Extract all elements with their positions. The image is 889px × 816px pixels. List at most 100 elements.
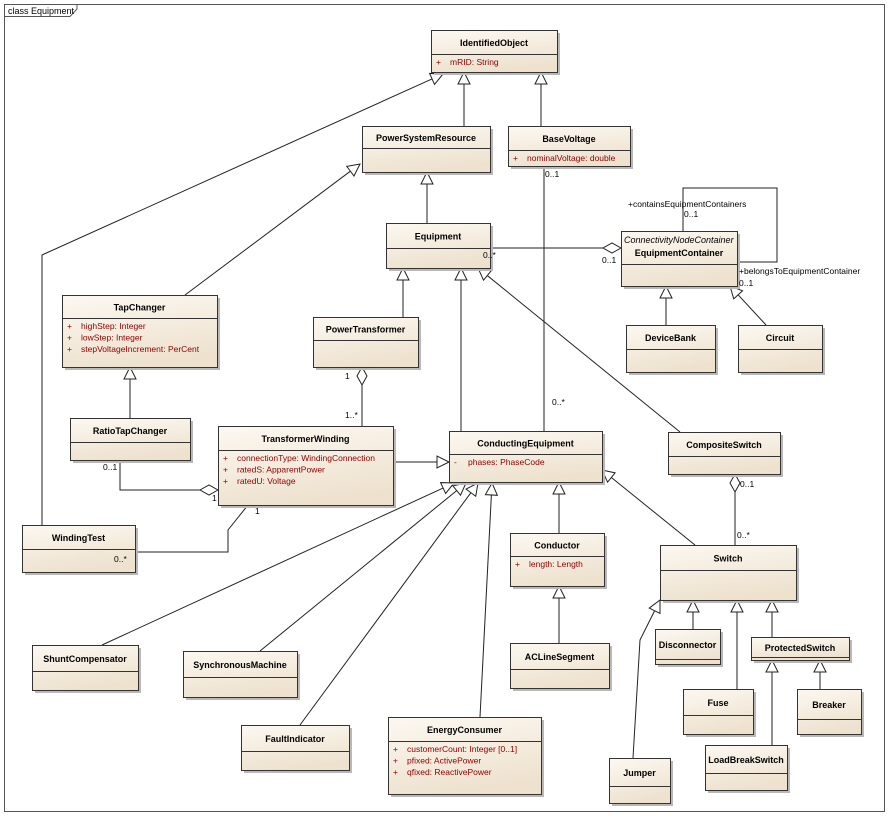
class-base-voltage[interactable]: BaseVoltage+nominalVoltage: double bbox=[508, 126, 633, 170]
generalization-arrow-icon bbox=[552, 480, 566, 495]
class-box bbox=[388, 717, 542, 795]
generalization-arrow-icon bbox=[765, 598, 779, 613]
class-name: Conductor bbox=[534, 541, 580, 551]
class-winding-test[interactable]: WindingTest bbox=[22, 525, 138, 576]
class-ac-line-segment[interactable]: ACLineSegment bbox=[510, 643, 612, 692]
class-name: TransformerWinding bbox=[262, 434, 350, 444]
class-jumper[interactable]: Jumper bbox=[609, 758, 673, 807]
association-labels: 0..*0..10..10..*+containsEquipmentContai… bbox=[103, 169, 860, 564]
generalization-line bbox=[632, 610, 656, 759]
class-disconnector[interactable]: Disconnector bbox=[655, 629, 723, 668]
multiplicity-label: 1 bbox=[212, 493, 217, 503]
multiplicity-label: 0..1 bbox=[602, 255, 616, 265]
class-load-break-switch[interactable]: LoadBreakSwitch bbox=[705, 745, 790, 794]
class-box bbox=[362, 126, 491, 173]
attribute-visibility: + bbox=[393, 744, 398, 754]
class-equipment[interactable]: Equipment bbox=[386, 223, 493, 272]
attribute-visibility: + bbox=[223, 453, 228, 463]
class-circuit[interactable]: Circuit bbox=[738, 325, 825, 376]
role-label: +belongsToEquipmentContainer bbox=[739, 266, 860, 276]
generalization-line bbox=[611, 477, 696, 546]
multiplicity-label: 0..1 bbox=[103, 462, 117, 472]
generalization-arrow-icon bbox=[428, 72, 445, 86]
class-composite-switch[interactable]: CompositeSwitch bbox=[668, 432, 783, 478]
multiplicity-label: 1 bbox=[255, 506, 260, 516]
class-name: TapChanger bbox=[114, 303, 166, 313]
class-box bbox=[62, 295, 218, 368]
association-line bbox=[119, 460, 218, 491]
association-line bbox=[682, 187, 778, 263]
class-box bbox=[32, 645, 139, 691]
multiplicity-label: 0..* bbox=[483, 250, 496, 260]
multiplicity-label: 0..1 bbox=[545, 169, 559, 179]
class-equipment-container[interactable]: ConnectivityNodeContainerEquipmentContai… bbox=[621, 231, 740, 290]
generalization-arrow-icon bbox=[648, 599, 661, 615]
attribute: customerCount: Integer [0..1] bbox=[407, 744, 517, 754]
class-name: FaultIndicator bbox=[265, 734, 325, 744]
class-box bbox=[797, 689, 862, 735]
class-name: BaseVoltage bbox=[542, 134, 595, 144]
class-box bbox=[510, 643, 610, 689]
generalization-line bbox=[487, 275, 681, 433]
class-name: IdentifiedObject bbox=[460, 38, 528, 48]
generalization-arrow-icon bbox=[439, 482, 456, 495]
attribute-visibility: + bbox=[67, 344, 72, 354]
generalization-arrow-icon bbox=[454, 266, 468, 281]
class-box bbox=[183, 651, 298, 698]
connectors bbox=[41, 70, 827, 759]
multiplicity-label: 0..1 bbox=[684, 209, 698, 219]
class-name: RatioTapChanger bbox=[93, 426, 168, 436]
class-name: PowerTransformer bbox=[326, 325, 406, 335]
class-box bbox=[683, 689, 754, 735]
class-power-transformer[interactable]: PowerTransformer bbox=[313, 317, 421, 371]
multiplicity-label: 0..1 bbox=[739, 278, 753, 288]
multiplicity-label: 0..1 bbox=[740, 479, 754, 489]
class-name: Equipment bbox=[415, 232, 462, 242]
class-synchronous-machine[interactable]: SynchronousMachine bbox=[183, 651, 300, 701]
class-name: Breaker bbox=[812, 700, 846, 710]
class-device-bank[interactable]: DeviceBank bbox=[626, 325, 718, 376]
class-box bbox=[705, 745, 788, 791]
attribute: highStep: Integer bbox=[81, 321, 146, 331]
class-fault-indicator[interactable]: FaultIndicator bbox=[241, 725, 352, 774]
generalization-line bbox=[479, 494, 492, 718]
generalization-line bbox=[299, 492, 472, 726]
generalization-arrow-icon bbox=[686, 598, 700, 613]
class-name: Disconnector bbox=[659, 640, 717, 650]
aggregation-diamond-icon bbox=[356, 365, 368, 387]
class-conducting-equipment[interactable]: ConductingEquipment-phases: PhaseCode bbox=[449, 431, 605, 486]
generalization-arrow-icon bbox=[420, 170, 434, 185]
class-box bbox=[609, 758, 671, 804]
classes: IdentifiedObject+mRID: StringPowerSystem… bbox=[22, 30, 864, 807]
class-box bbox=[508, 126, 631, 167]
class-name: Switch bbox=[713, 554, 742, 564]
attribute: length: Length bbox=[529, 559, 583, 569]
generalization-arrow-icon bbox=[552, 584, 566, 599]
generalization-arrow-icon bbox=[436, 455, 451, 469]
generalization-arrow-icon bbox=[730, 598, 744, 613]
generalization-arrow-icon bbox=[345, 163, 361, 177]
attribute-visibility: + bbox=[393, 767, 398, 777]
attribute: connectionType: WindingConnection bbox=[237, 453, 375, 463]
class-power-system-resource[interactable]: PowerSystemResource bbox=[362, 126, 493, 176]
class-conductor[interactable]: Conductor+length: Length bbox=[510, 533, 607, 590]
class-energy-consumer[interactable]: EnergyConsumer+customerCount: Integer [0… bbox=[388, 717, 544, 798]
aggregation-diamond-icon bbox=[601, 242, 623, 254]
attribute: pfixed: ActivePower bbox=[407, 756, 481, 766]
class-tap-changer[interactable]: TapChanger+highStep: Integer+lowStep: In… bbox=[62, 295, 220, 371]
class-ratio-tap-changer[interactable]: RatioTapChanger bbox=[70, 418, 193, 464]
class-protected-switch[interactable]: ProtectedSwitch bbox=[751, 637, 852, 664]
class-switch[interactable]: Switch bbox=[660, 545, 799, 604]
class-transformer-winding[interactable]: TransformerWinding + connectionType: Windi… bbox=[218, 426, 396, 509]
class-box bbox=[449, 431, 603, 483]
multiplicity-label: 0..* bbox=[737, 530, 750, 540]
class-name: ACLineSegment bbox=[525, 652, 595, 662]
class-box bbox=[660, 545, 797, 601]
attribute-visibility: + bbox=[67, 333, 72, 343]
class-name: SynchronousMachine bbox=[193, 660, 287, 670]
class-breaker[interactable]: Breaker bbox=[797, 689, 864, 738]
class-fuse[interactable]: Fuse bbox=[683, 689, 756, 738]
class-identified-object[interactable]: IdentifiedObject+mRID: String bbox=[431, 30, 560, 76]
class-shunt-compensator[interactable]: ShuntCompensator bbox=[32, 645, 141, 694]
class-box bbox=[655, 629, 721, 665]
